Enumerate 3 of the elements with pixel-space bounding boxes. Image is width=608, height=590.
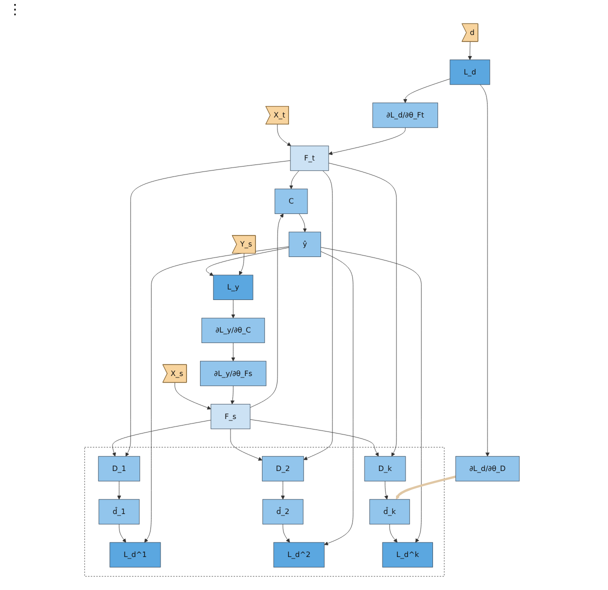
cluster xyxy=(84,446,444,577)
ellipsis-mark: ⋮ xyxy=(8,2,22,18)
arrow xyxy=(396,476,456,500)
